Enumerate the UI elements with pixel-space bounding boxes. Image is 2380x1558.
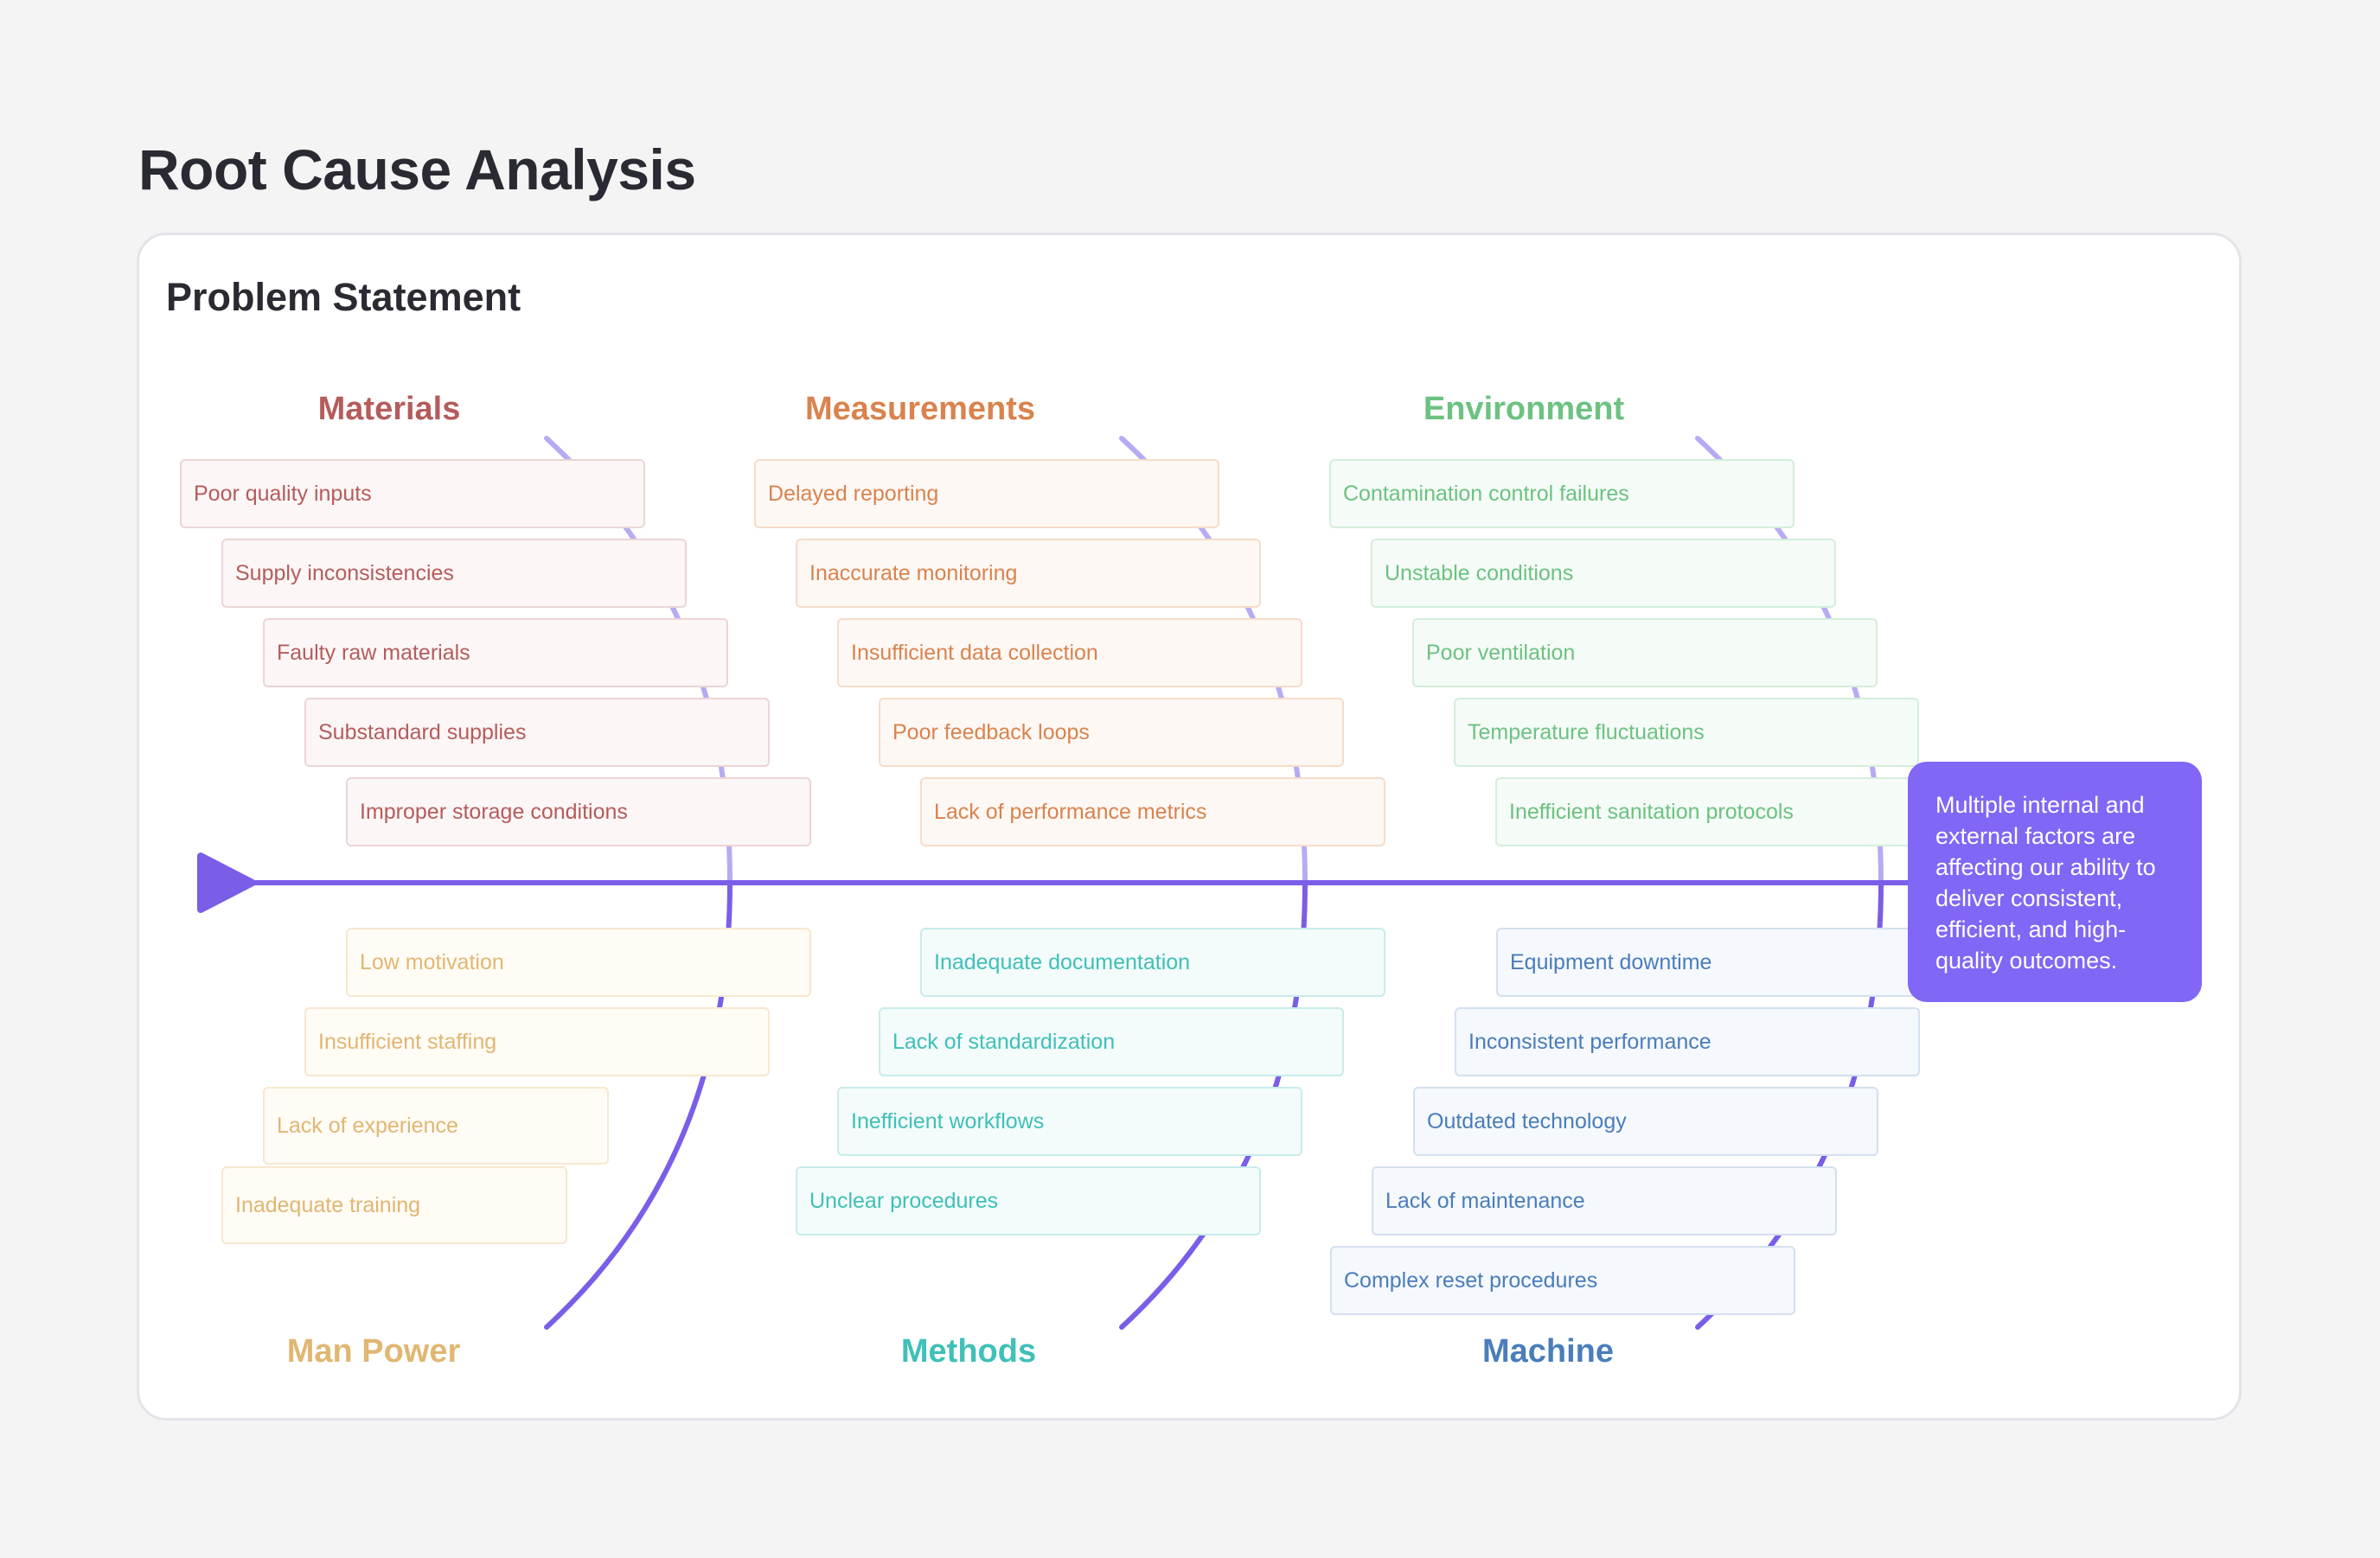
cause-environment-1: Contamination control failures	[1329, 459, 1795, 528]
cause-machine-3: Outdated technology	[1413, 1087, 1878, 1156]
category-label-materials: Materials	[317, 391, 461, 427]
cause-man-power-1: Low motivation	[346, 928, 811, 997]
cause-measurements-4: Poor feedback loops	[879, 698, 1344, 767]
problem-statement-heading: Problem Statement	[166, 275, 521, 319]
cause-man-power-3: Lack of experience	[263, 1087, 609, 1165]
cause-measurements-5: Lack of performance metrics	[920, 777, 1385, 846]
category-label-environment: Environment	[1423, 391, 1625, 427]
category-label-measurements: Measurements	[804, 391, 1036, 427]
cause-methods-3: Inefficient workflows	[837, 1087, 1302, 1156]
effect-box: Multiple internal and external factors a…	[1908, 762, 2202, 1002]
page-title: Root Cause Analysis	[138, 137, 696, 201]
cause-materials-5: Improper storage conditions	[346, 777, 811, 846]
cause-methods-2: Lack of standardization	[879, 1007, 1344, 1076]
cause-machine-1: Equipment downtime	[1496, 928, 1961, 997]
cause-environment-5: Inefficient sanitation protocols	[1495, 777, 1961, 846]
cause-materials-3: Faulty raw materials	[263, 618, 728, 687]
category-label-machine: Machine	[1481, 1333, 1615, 1370]
cause-materials-1: Poor quality inputs	[180, 459, 645, 528]
cause-materials-4: Substandard supplies	[304, 698, 770, 767]
category-label-methods: Methods	[900, 1333, 1037, 1370]
cause-machine-2: Inconsistent performance	[1455, 1007, 1920, 1076]
cause-measurements-2: Inaccurate monitoring	[796, 539, 1261, 608]
cause-machine-5: Complex reset procedures	[1330, 1246, 1795, 1315]
category-label-man-power: Man Power	[286, 1333, 461, 1370]
cause-machine-4: Lack of maintenance	[1372, 1166, 1837, 1236]
cause-methods-4: Unclear procedures	[796, 1166, 1261, 1236]
cause-man-power-4: Inadequate training	[221, 1166, 567, 1244]
spine-arrow-icon	[197, 852, 256, 913]
cause-methods-1: Inadequate documentation	[920, 928, 1385, 997]
cause-man-power-2: Insufficient staffing	[304, 1007, 770, 1076]
cause-measurements-3: Insufficient data collection	[837, 618, 1302, 687]
cause-environment-3: Poor ventilation	[1412, 618, 1878, 687]
cause-materials-2: Supply inconsistencies	[221, 539, 687, 608]
cause-measurements-1: Delayed reporting	[754, 459, 1219, 528]
cause-environment-4: Temperature fluctuations	[1454, 698, 1919, 767]
cause-environment-2: Unstable conditions	[1371, 539, 1836, 608]
